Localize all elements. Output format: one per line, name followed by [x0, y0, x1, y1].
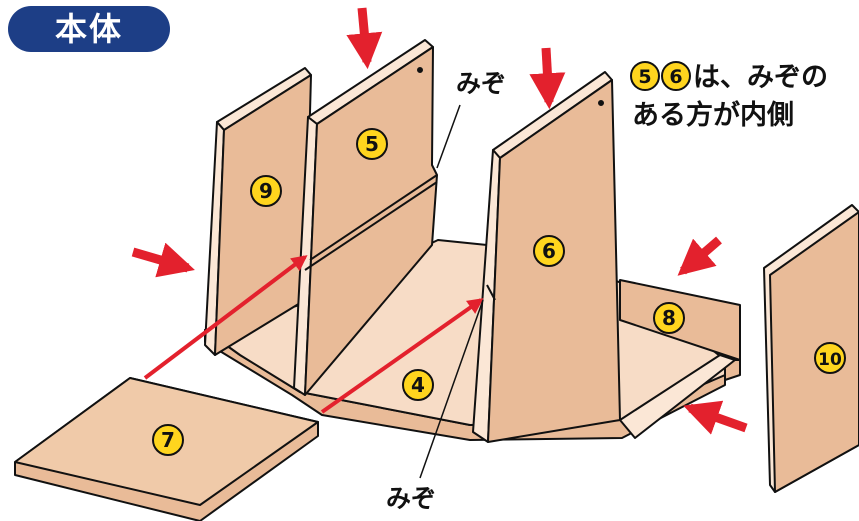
part-number-6: 6 [542, 239, 556, 263]
insertion-arrow-right [320, 298, 484, 414]
title-text: 本体 [54, 10, 123, 48]
part-number-10: 10 [818, 350, 842, 370]
part-number-7: 7 [161, 428, 175, 452]
press-arrow-left [131, 242, 195, 278]
marker-9: 9 [250, 175, 282, 207]
note-marker-6: 6 [661, 61, 691, 91]
note-line-2: ある方が内側 [632, 99, 794, 131]
part-number-5: 5 [365, 132, 379, 156]
note-number-5: 5 [638, 66, 651, 88]
text-labels: みぞ みぞ は、みぞの ある方が内側 [386, 62, 828, 513]
press-arrow-top-right [529, 47, 566, 110]
panel-10 [763, 204, 859, 493]
press-arrow-top-left [346, 7, 383, 70]
press-arrows [131, 7, 748, 435]
marker-7: 7 [152, 424, 184, 456]
marker-10: 10 [814, 342, 846, 374]
title-badge: 本体 [8, 6, 170, 52]
marker-8: 8 [653, 302, 685, 334]
insertion-arrows [143, 255, 484, 414]
press-arrow-bottom-right [683, 400, 748, 435]
part-number-9: 9 [259, 179, 273, 203]
marker-5: 5 [356, 128, 388, 160]
panel-9 [204, 67, 312, 356]
note-line-1: は、みぞの [693, 62, 828, 93]
insertion-arrow-left [143, 255, 308, 380]
marker-4: 4 [402, 369, 434, 401]
note-marker-5: 5 [630, 61, 660, 91]
note-number-6: 6 [669, 66, 682, 88]
part-number-8: 8 [662, 306, 676, 330]
groove-label-top: みぞ [456, 69, 506, 98]
part-number-4: 4 [411, 373, 425, 397]
part-markers: 4 5 6 7 8 9 10 5 6 [152, 61, 846, 456]
press-arrow-back [677, 236, 722, 276]
panel-5 [293, 39, 438, 396]
marker-6: 6 [533, 235, 565, 267]
groove-label-bottom: みぞ [386, 484, 436, 513]
groove-leaders [419, 104, 484, 479]
